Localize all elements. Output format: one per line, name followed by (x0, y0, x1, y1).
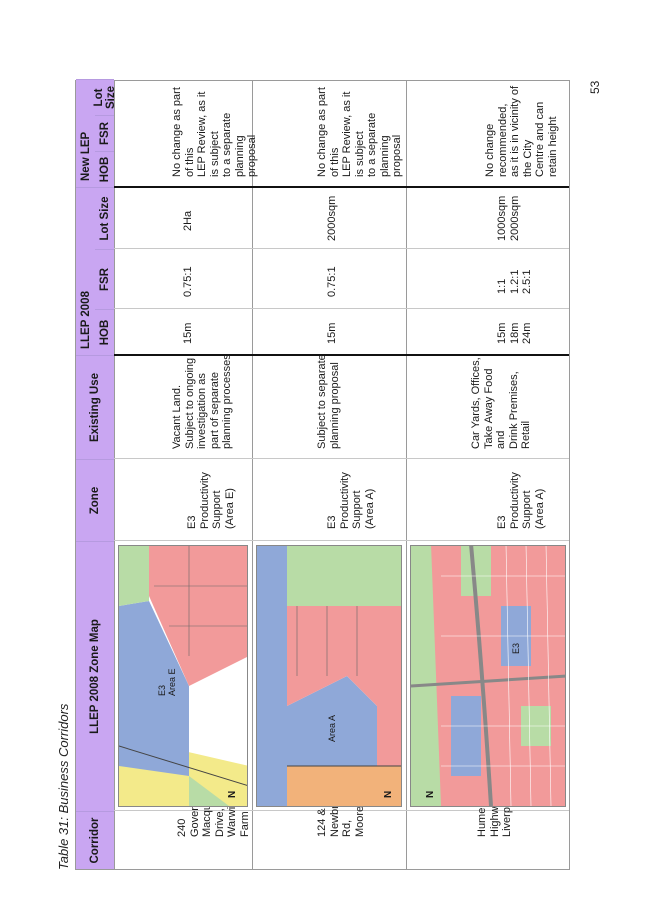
map2-zone-label: Area A (327, 714, 337, 742)
header-new-fsr: FSR (95, 115, 114, 151)
row1-zone: E3 Productivity Support (Area E) (186, 472, 236, 529)
row3-llep-fsr: 1:1 1.2:1 2.5:1 (496, 269, 533, 294)
map1-zone-label: E3 Area E (157, 668, 177, 696)
row2-llep-hob: 15m (326, 322, 338, 344)
row1-llep-fsr: 0.75:1 (182, 266, 194, 297)
row2-llep-fsr: 0.75:1 (326, 266, 338, 297)
row1-zone-map: N E3 Area E (118, 545, 248, 807)
zone-map-3 (410, 545, 566, 807)
page-number: 53 (588, 80, 602, 94)
header-existing-use: Existing Use (76, 355, 114, 459)
header-llep-fsr: FSR (95, 249, 114, 309)
table-header: Corridor LLEP 2008 Zone Map Zone Existin… (76, 79, 117, 869)
col-divider (114, 540, 569, 541)
row2-new-lep: No change as part of this LEP Review, as… (316, 87, 403, 177)
col-divider (114, 458, 569, 459)
header-zone: Zone (76, 459, 114, 541)
business-corridors-table: Corridor LLEP 2008 Zone Map Zone Existin… (75, 79, 570, 870)
row3-zone-map: N E3 (410, 545, 566, 807)
row3-existing-use: Car Yards, Offices, Take Away Food and D… (470, 357, 532, 449)
row1-llep-lot-size: 2Ha (182, 210, 194, 231)
row2-zone: E3 Productivity Support (Area A) (326, 472, 376, 529)
header-corridor: Corridor (76, 811, 114, 869)
header-new-hob: HOB (95, 151, 114, 187)
row3-llep-lot-size: 1000sqm 2000sqm (496, 195, 521, 241)
header-new-lot-size: Lot Size (93, 79, 117, 115)
header-llep-lot-size: Lot Size (95, 187, 114, 249)
row3-zone: E3 Productivity Support (Area A) (496, 472, 546, 529)
row2-existing-use: Subject to separate planning proposal (316, 354, 341, 449)
map3-zone-label: E3 (511, 642, 521, 654)
header-map: LLEP 2008 Zone Map (76, 541, 114, 811)
row1-llep-hob: 15m (182, 322, 194, 344)
north-arrow-icon: N (383, 790, 394, 798)
row1-existing-use: Vacant Land. Subject to ongoing investig… (171, 354, 233, 449)
zone-map-1 (118, 545, 248, 806)
table-caption: Table 31: Business Corridors (56, 703, 71, 870)
north-arrow-icon: N (425, 790, 436, 798)
row3-new-lep: No change recommended, as it is in vicin… (484, 85, 559, 177)
north-arrow-icon: N (227, 790, 238, 798)
row-divider (406, 81, 407, 869)
col-divider (114, 308, 569, 309)
row-divider (114, 81, 115, 869)
row2-zone-map: N Area A (256, 545, 402, 807)
header-llep-hob: HOB (95, 309, 114, 355)
row-divider (252, 81, 253, 869)
header-llep2008: LLEP 2008 (76, 187, 95, 355)
row1-new-lep: No change as part of this LEP Review, as… (171, 87, 258, 177)
col-divider (114, 186, 569, 188)
zone-map-2 (257, 545, 402, 806)
col-divider (114, 248, 569, 249)
row2-llep-lot-size: 2000sqm (326, 195, 338, 241)
row3-llep-hob: 15m 18m 24m (496, 322, 533, 344)
